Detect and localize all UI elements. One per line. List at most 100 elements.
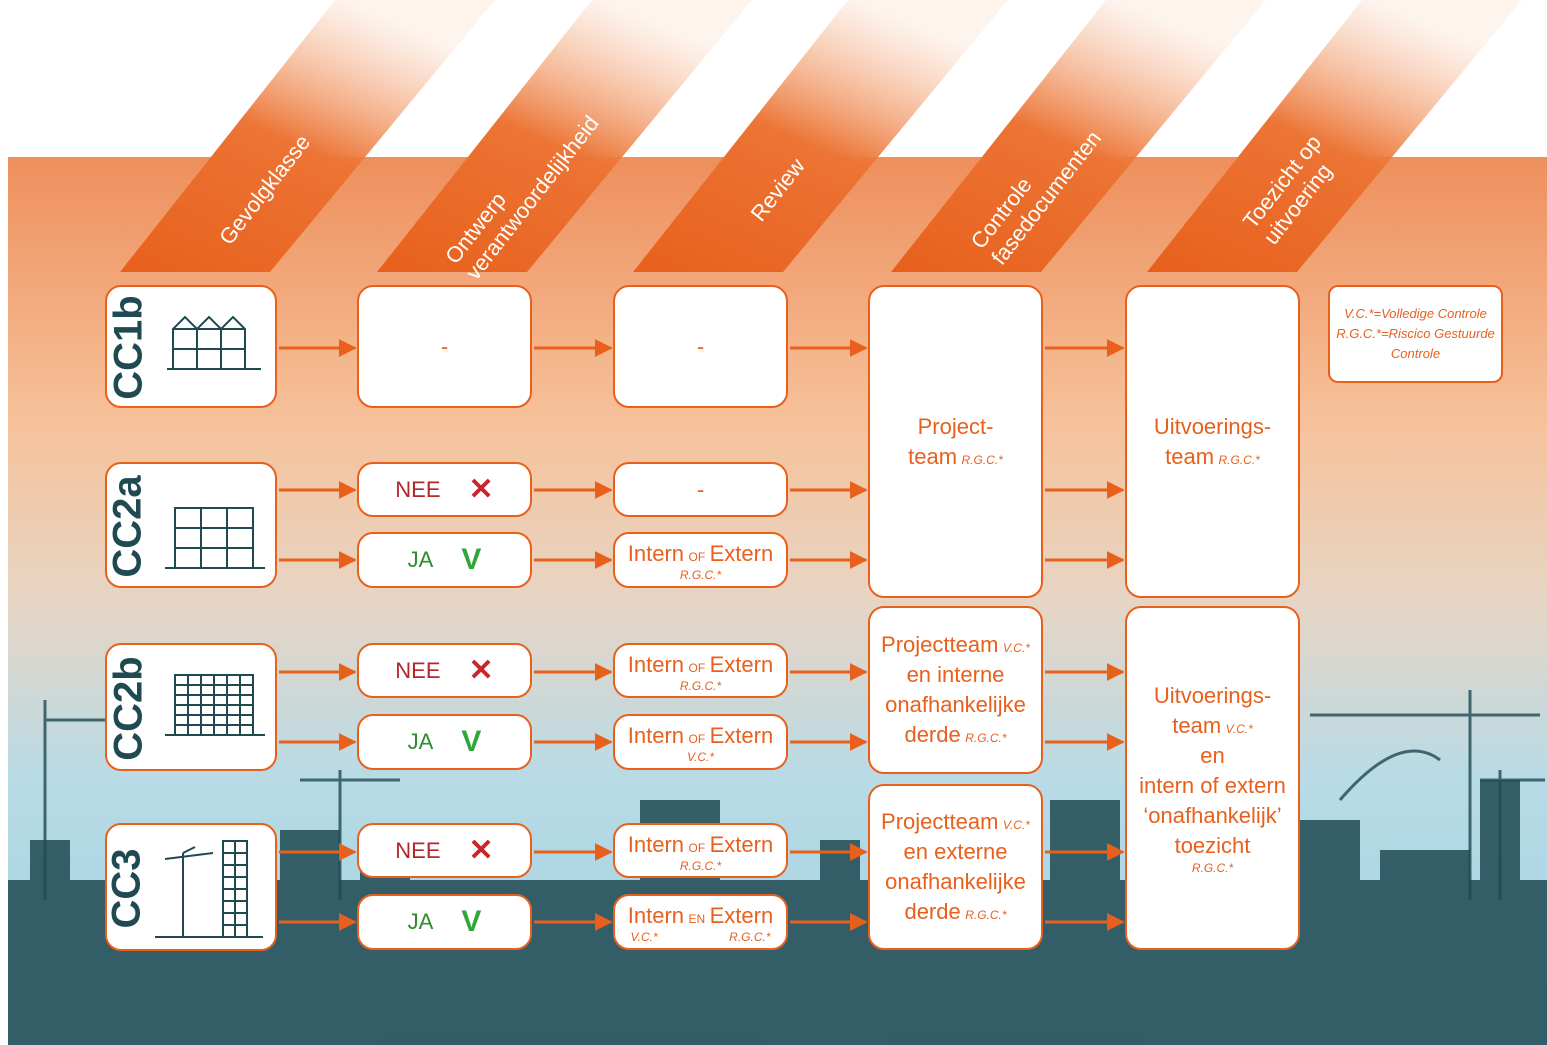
ontwerp-cc3-ja-box: JA V [357, 894, 532, 950]
cc2a-label: CC2a [105, 475, 150, 578]
review-cc2a-nee-box: - [613, 462, 788, 517]
toezicht-bot-line4: intern of extern [1139, 773, 1286, 798]
review-cc3-ja-box: Intern EN Extern V.C.* R.G.C.* [613, 894, 788, 950]
office-building-icon [165, 674, 265, 736]
review-cc1b-dash: - [696, 333, 705, 359]
rgc-note: R.G.C.* [679, 568, 722, 582]
controle-bot-line2: en externe [903, 839, 1008, 864]
cc1b-box: CC1b [105, 285, 277, 408]
of-text: OF [688, 840, 706, 855]
header-beam-toezicht [1147, 0, 1522, 272]
legend-line-2: R.G.C.*=Riscico Gestuurde [1336, 326, 1495, 341]
toezicht-top-box: Uitvoerings- team R.G.C.* [1125, 285, 1300, 598]
cc2a-box: CC2a [105, 462, 277, 588]
controle-top-line1: Project- [917, 413, 994, 439]
ontwerp-cc2a-ja-box: JA V [357, 532, 532, 588]
intern-text: Intern [627, 831, 685, 857]
cc2b-box: CC2b [105, 643, 277, 771]
toezicht-bot-line1: Uitvoerings- [1153, 683, 1272, 708]
of-text: OF [688, 550, 706, 564]
intern-text: Intern [627, 723, 685, 748]
nee-label: NEE [395, 837, 441, 863]
toezicht-bot-line3: en [1200, 743, 1225, 768]
ja-label: JA [407, 547, 434, 572]
check-icon: V [461, 905, 482, 938]
review-cc3-nee-box: Intern OF Extern R.G.C.* [613, 823, 788, 878]
of-text: OF [688, 732, 706, 746]
ja-label: JA [407, 729, 434, 754]
tower-crane-icon [155, 840, 263, 938]
toezicht-bot-line2: team [1172, 713, 1222, 738]
header-beam-review [633, 0, 1008, 272]
nee-label: NEE [395, 657, 441, 683]
extern-text: Extern [709, 723, 774, 748]
vc-note: V.C.* [630, 930, 658, 944]
en-text: EN [688, 912, 706, 926]
toezicht-top-line1: Uitvoerings- [1153, 413, 1272, 439]
rgc-note: R.G.C.* [1218, 452, 1260, 467]
legend-line-3: Controle [1390, 346, 1441, 361]
toezicht-bot-line6: toezicht [1174, 833, 1251, 858]
controle-projectteam-box: Project- team R.G.C.* [868, 285, 1043, 598]
toezicht-bottom-box: Uitvoerings- team V.C.* en intern of ext… [1125, 606, 1300, 950]
legend-line-1: V.C.*=Volledige Controle [1344, 306, 1487, 321]
vc-note: V.C.* [686, 750, 715, 764]
ontwerp-cc1b-box: - [357, 285, 532, 408]
vc-note: V.C.* [1002, 641, 1030, 655]
controle-mid-line4: derde [904, 722, 961, 747]
rgc-note: R.G.C.* [679, 858, 722, 873]
intern-text: Intern [627, 903, 685, 928]
toezicht-top-line2: team [1165, 443, 1215, 469]
controle-mid-line2: en interne [906, 662, 1005, 687]
cc1b-label: CC1b [106, 295, 151, 400]
extern-text: Extern [709, 903, 774, 928]
rgc-note: R.G.C.* [679, 678, 722, 693]
ontwerp-cc2b-nee-box: NEE ✕ [357, 643, 532, 698]
vc-note: V.C.* [1002, 818, 1030, 832]
ja-label: JA [407, 909, 434, 934]
legend-box: V.C.*=Volledige Controle R.G.C.*=Riscico… [1328, 285, 1503, 383]
header-beams [120, 0, 1522, 272]
controle-cc3-box: Projectteam V.C.* en externe onafhankeli… [868, 784, 1043, 950]
cc3-label: CC3 [104, 848, 149, 929]
extern-text: Extern [709, 651, 774, 677]
rgc-note: R.G.C.* [729, 930, 771, 944]
cross-icon: ✕ [468, 473, 494, 506]
controle-bot-line1: Projectteam [881, 809, 999, 834]
cc3-box: CC3 [105, 823, 277, 951]
review-cc2a-nee-dash: - [696, 476, 705, 502]
intern-text: Intern [627, 651, 685, 677]
extern-text: Extern [709, 831, 774, 857]
extern-text: Extern [709, 541, 774, 566]
review-cc1b-box: - [613, 285, 788, 408]
review-cc2a-ja-box: Intern OF Extern R.G.C.* [613, 532, 788, 588]
header-beam-ontwerp [377, 0, 752, 272]
ontwerp-cc3-nee-box: NEE ✕ [357, 823, 532, 878]
controle-bot-line3: onafhankelijke [885, 869, 1026, 894]
review-cc2b-ja-box: Intern OF Extern V.C.* [613, 714, 788, 770]
toezicht-bot-line5: ‘onafhankelijk’ [1143, 803, 1282, 828]
ontwerp-cc1b-dash: - [440, 333, 449, 359]
check-icon: V [461, 543, 482, 576]
controle-top-line2: team [908, 443, 958, 469]
cross-icon: ✕ [468, 654, 494, 687]
check-icon: V [461, 725, 482, 758]
rgc-note: R.G.C.* [965, 908, 1007, 922]
controle-bot-line4: derde [904, 899, 961, 924]
rgc-note: R.G.C.* [1191, 861, 1234, 875]
review-cc2b-nee-box: Intern OF Extern R.G.C.* [613, 643, 788, 698]
row-houses-icon [167, 315, 261, 370]
rgc-note: R.G.C.* [961, 452, 1003, 467]
cross-icon: ✕ [468, 834, 494, 867]
header-beam-controle [891, 0, 1266, 272]
header-beam-gevolgklasse [120, 0, 495, 272]
controle-mid-line1: Projectteam [881, 632, 999, 657]
nee-label: NEE [395, 476, 441, 502]
cc2b-label: CC2b [106, 656, 151, 761]
vc-note: V.C.* [1225, 722, 1253, 736]
apartment-building-icon [165, 507, 265, 569]
rgc-note: R.G.C.* [965, 731, 1007, 745]
ontwerp-cc2b-ja-box: JA V [357, 714, 532, 770]
ontwerp-cc2a-nee-box: NEE ✕ [357, 462, 532, 517]
